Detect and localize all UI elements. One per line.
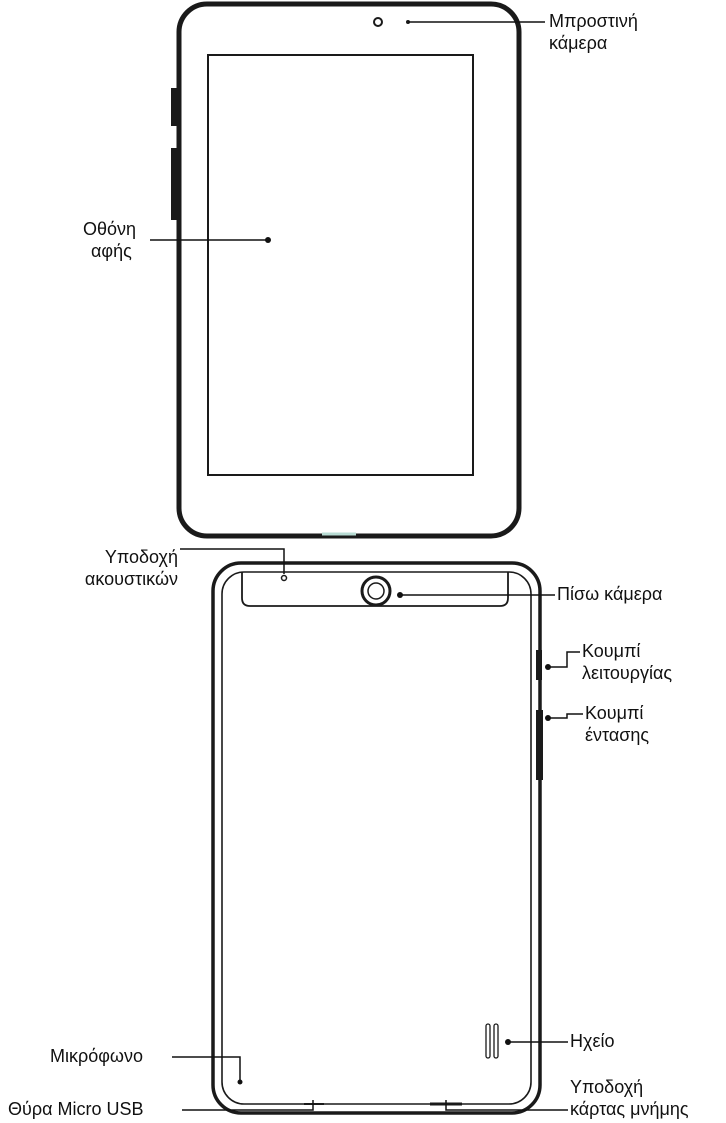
label-headset-jack-line2: ακουστικών [84,569,178,589]
label-power-button-line2: λειτουργίας [582,663,673,683]
label-microphone: Μικρόφωνο [50,1045,143,1067]
label-headset-jack-line1: Υποδοχή [104,547,178,567]
label-volume-button: Κουμπί έντασης [585,702,649,746]
dot-back-camera [397,592,403,598]
dot-volume [545,715,551,721]
label-power-button: Κουμπί λειτουργίας [582,640,672,684]
leader-memory-card [445,1100,568,1111]
label-microphone-line1: Μικρόφωνο [50,1046,143,1066]
speaker-grille-right [493,1023,499,1059]
front-camera-lens [373,17,383,27]
back-device-outer [211,561,542,1115]
leader-headset [180,548,285,574]
back-view [211,561,543,1115]
label-memory-card-line2: κάρτας μνήμης [570,1099,689,1119]
power-button-shape [536,650,542,680]
label-touch-screen-line2: αφής [91,241,132,261]
label-volume-button-line1: Κουμπί [585,703,644,723]
label-micro-usb: Θύρα Micro USB [8,1098,144,1120]
volume-button-shape [536,710,543,780]
back-camera-ring [360,575,392,607]
label-speaker: Ηχείο [570,1030,614,1052]
leader-lines [150,21,583,1111]
label-front-camera-line2: κάμερα [549,33,608,53]
dot-microphone [237,1079,243,1085]
front-side-key-top [171,88,179,126]
back-device-inner [221,571,532,1105]
label-touch-screen-line1: Οθόνη [83,219,137,239]
label-micro-usb-line1: Θύρα Micro USB [8,1099,144,1119]
label-back-camera-line1: Πίσω κάμερα [557,584,663,604]
front-side-key-bottom [171,148,179,220]
label-front-camera: Μπροστινή κάμερα [549,10,638,54]
dot-speaker [505,1039,511,1045]
speaker-grille-left [485,1023,491,1059]
label-touch-screen: Οθόνη αφής [83,218,136,262]
touch-screen-area [207,54,474,476]
label-memory-card: Υποδοχή κάρτας μνήμης [570,1076,689,1120]
label-back-camera: Πίσω κάμερα [557,583,662,605]
leader-usb [182,1100,314,1111]
label-power-button-line1: Κουμπί [582,641,641,661]
label-memory-card-line1: Υποδοχή [570,1077,644,1097]
label-headset-jack: Υποδοχή ακουστικών [52,546,178,590]
front-device-body [176,1,522,539]
dot-touch-screen [265,237,271,243]
label-front-camera-line1: Μπροστινή [549,11,638,31]
leader-volume [548,713,583,719]
back-camera-lens [367,582,385,600]
label-volume-button-line2: έντασης [585,725,650,745]
leader-microphone [172,1056,241,1082]
leader-power [548,651,580,668]
dot-power [545,664,551,670]
label-speaker-line1: Ηχείο [570,1031,615,1051]
front-view [171,1,522,539]
headset-jack-hole [280,574,288,582]
